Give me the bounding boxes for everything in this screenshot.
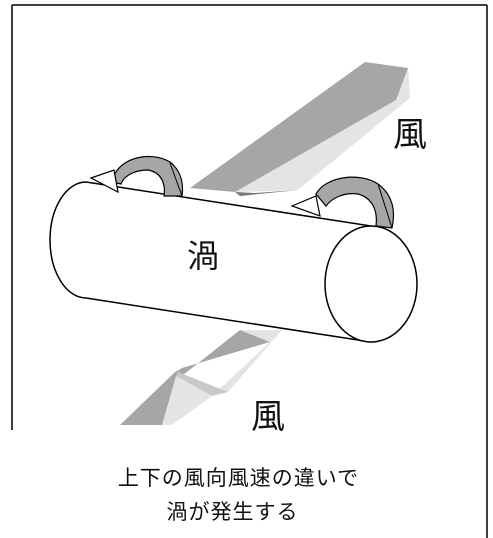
frame-border [11,4,488,538]
wind-label-top: 風 [393,115,427,155]
vortex-label: 渦 [187,237,219,275]
upper-wind-arrow [190,62,410,196]
caption-line-2: 渦が発生する [166,500,299,524]
lower-wind-arrow [120,330,282,425]
wind-label-bottom: 風 [251,397,285,437]
vortex-cylinder [49,181,418,343]
rotation-arrow-right [290,176,395,229]
caption-line-1: 上下の風向風速の違いで [117,466,360,490]
rotation-arrow-left [89,155,184,197]
